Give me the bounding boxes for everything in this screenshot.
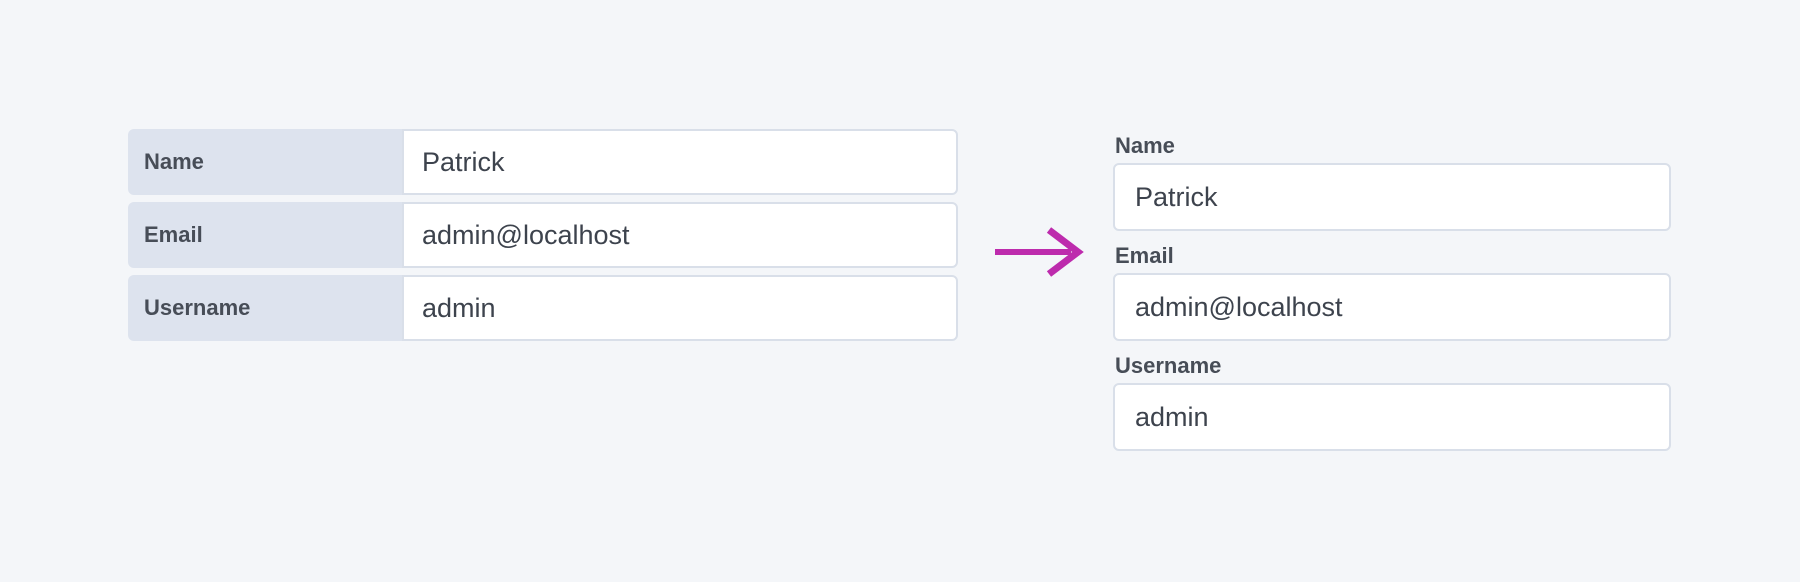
field-email: Email [1113,243,1671,341]
arrow-right-icon [995,227,1084,277]
field-row-email: Email [128,202,958,268]
email-input[interactable] [402,202,958,268]
username-label: Username [1115,353,1222,378]
name-label-cell: Name [128,129,402,195]
field-name: Name [1113,133,1671,231]
email-label: Email [144,222,203,247]
username-input[interactable] [402,275,958,341]
email-input[interactable] [1113,273,1671,341]
username-label-cell: Username [128,275,402,341]
stacked-layout-form: Name Email Username [1113,133,1671,451]
name-input[interactable] [1113,163,1671,231]
field-username: Username [1113,353,1671,451]
email-label: Email [1115,243,1174,268]
username-label: Username [144,295,251,320]
field-row-username: Username [128,275,958,341]
name-input[interactable] [402,129,958,195]
field-row-name: Name [128,129,958,195]
name-label: Name [144,149,204,174]
username-input[interactable] [1113,383,1671,451]
table-layout-form: Name Email Username [128,129,958,348]
email-label-cell: Email [128,202,402,268]
name-label: Name [1115,133,1175,158]
